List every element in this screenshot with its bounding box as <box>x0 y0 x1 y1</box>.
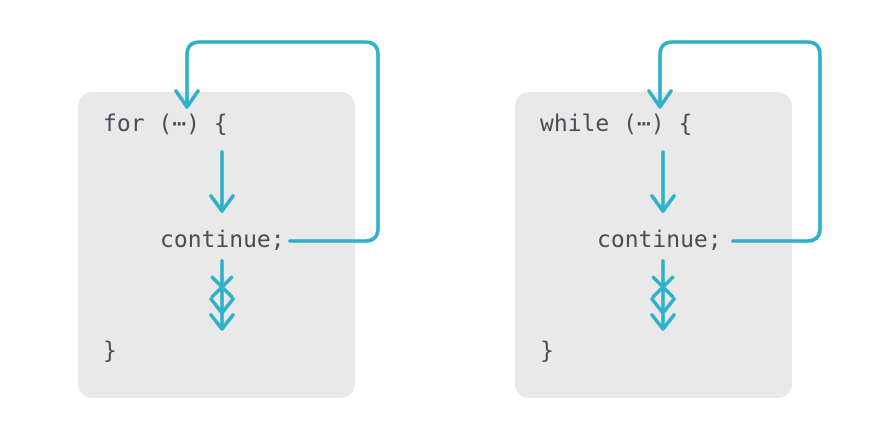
for-header-code: for (⋯) { <box>103 111 228 137</box>
while-header-code: while (⋯) { <box>540 111 693 137</box>
for-continue-code: continue; <box>160 227 285 253</box>
while-closing-brace: } <box>540 338 554 364</box>
for-closing-brace: } <box>103 338 117 364</box>
for-loop-diagram: for (⋯) { continue; } <box>58 0 398 442</box>
for-code-box: for (⋯) { continue; } <box>78 92 355 398</box>
while-code-box: while (⋯) { continue; } <box>515 92 792 398</box>
while-continue-code: continue; <box>597 227 722 253</box>
while-loop-diagram: while (⋯) { continue; } <box>495 0 840 442</box>
